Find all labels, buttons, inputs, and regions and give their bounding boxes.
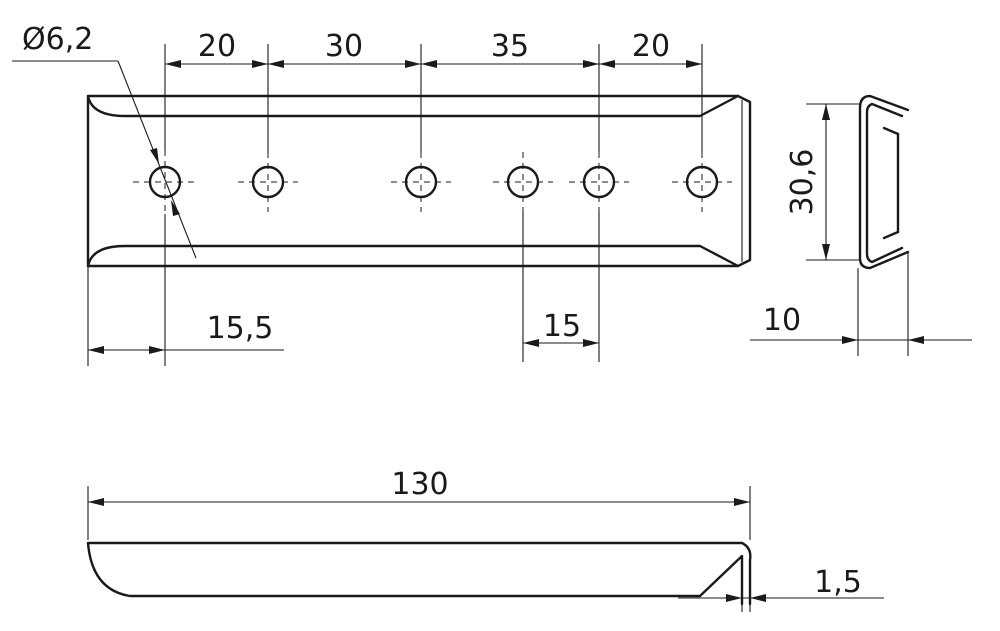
dim-pitch-3: 35 xyxy=(491,29,529,64)
rail-outline xyxy=(86,94,752,268)
dim-width: 30,6 xyxy=(785,149,820,216)
side-bend-bottom xyxy=(882,230,900,240)
hole-6 xyxy=(672,152,732,212)
dim-hole-spacing: 15 xyxy=(543,309,581,344)
dim-thickness: 1,5 xyxy=(814,565,862,600)
dim-pitch-4: 20 xyxy=(632,29,670,64)
hole-2 xyxy=(238,152,298,212)
side-profile-outer xyxy=(858,94,910,270)
pitch-arrows xyxy=(165,60,702,68)
front-view: 20 30 35 20 Ø6,2 15,5 15 xyxy=(12,22,752,366)
rail-flange-bottom xyxy=(86,244,740,268)
dim-total-length: 130 xyxy=(391,467,448,502)
dim-edge-offset: 15,5 xyxy=(207,311,274,346)
side-view: 30,6 10 xyxy=(750,94,972,356)
bottom-view: 130 1,5 xyxy=(86,467,884,612)
plan-outline xyxy=(86,541,752,606)
rail-flange-top xyxy=(86,94,740,118)
dim-depth: 10 xyxy=(763,303,801,338)
dim-pitch-2: 30 xyxy=(325,29,363,64)
side-bend-top xyxy=(882,126,900,136)
hole-1 xyxy=(133,150,197,214)
hole-3 xyxy=(391,152,451,212)
hole-4 xyxy=(493,152,553,212)
dim-pitch-1: 20 xyxy=(198,29,236,64)
side-profile-inner xyxy=(865,102,904,264)
diameter-leader xyxy=(12,60,197,259)
hole-5 xyxy=(569,152,629,212)
dim-hole-diameter: Ø6,2 xyxy=(22,22,93,57)
